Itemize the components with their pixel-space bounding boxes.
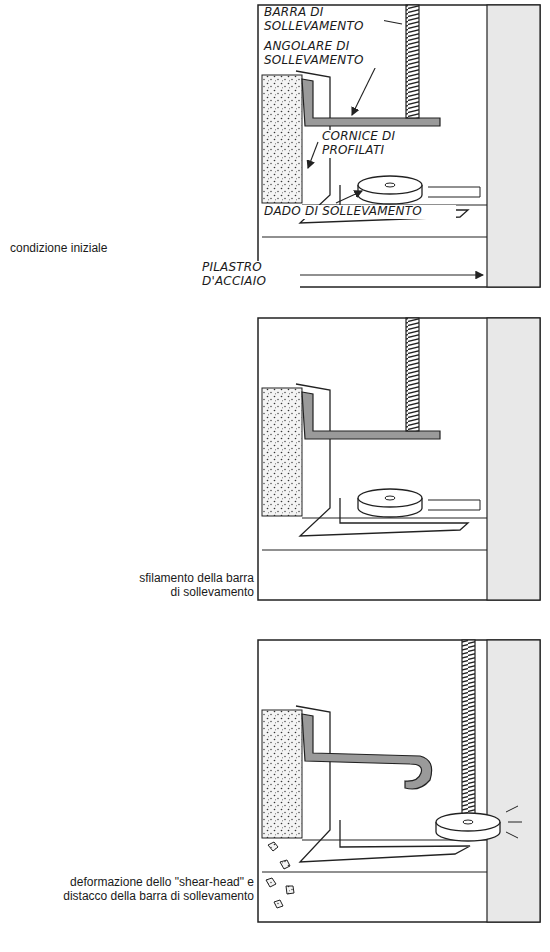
part-label: CORNICE DI PROFILATI	[320, 130, 434, 158]
panel-caption: sfilamento della barra di sollevamento	[130, 572, 256, 600]
part-label: ANGOLARE DI SOLLEVAMENTO	[262, 40, 384, 68]
panel-pullout	[258, 318, 540, 600]
part-label: DADO DI SOLLEVAMENTO	[262, 205, 456, 219]
panel-caption: condizione iniziale	[8, 242, 112, 256]
panel-initial	[258, 5, 540, 287]
panel-caption: deformazione dello "shear-head" e distac…	[38, 876, 256, 904]
panel-deformation	[258, 640, 540, 922]
part-label: BARRA DI SOLLEVAMENTO	[262, 6, 384, 34]
part-label: PILASTRO D'ACCIAIO	[200, 261, 300, 289]
